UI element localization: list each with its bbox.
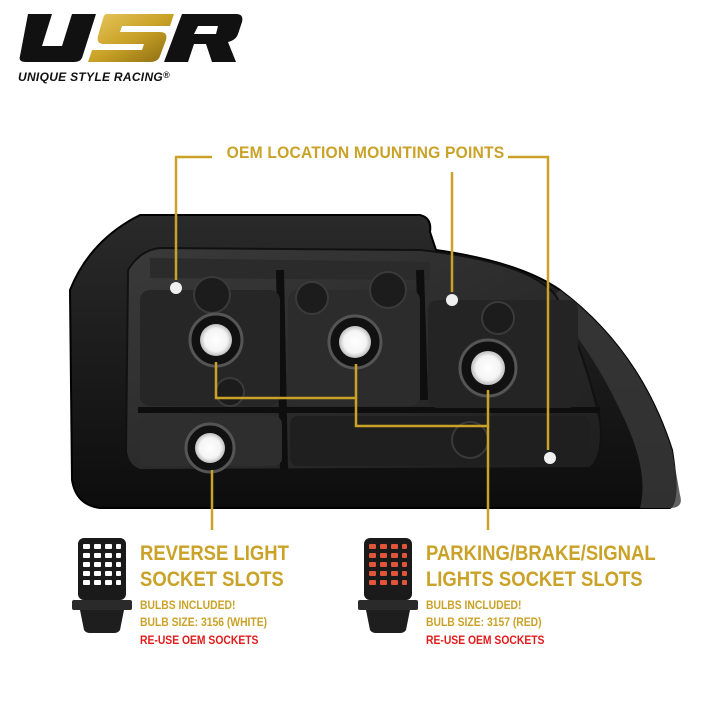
parking-title-line2: LIGHTS SOCKET SLOTS [426, 568, 643, 591]
socket-slot-center [327, 314, 383, 370]
brand-name: UNIQUE STYLE RACING® [18, 70, 170, 84]
lamp-boss [193, 276, 231, 314]
lamp-boss [215, 377, 245, 407]
lamp-divider-vertical-1 [276, 269, 288, 471]
mounting-point-center [446, 294, 458, 306]
lamp-lens-edge [548, 290, 681, 508]
callout-lines-sockets [210, 362, 490, 530]
lamp-top-ridge [150, 258, 430, 280]
callout-lines-mounting [174, 155, 550, 450]
reverse-note: RE-USE OEM SOCKETS [140, 635, 259, 647]
socket-slot-bottom [184, 422, 236, 474]
parking-bulb-image [358, 538, 418, 633]
lamp-divider-vertical-2 [416, 269, 428, 401]
socket-slot-reverse [188, 312, 244, 368]
parking-note: RE-USE OEM SOCKETS [426, 635, 545, 647]
reverse-title-line1: REVERSE LIGHT [140, 542, 289, 565]
mounting-points-label: OEM LOCATION MOUNTING POINTS [226, 143, 505, 162]
mounting-point-left [170, 282, 182, 294]
lamp-boss [369, 271, 407, 309]
reverse-bulb-image [72, 538, 132, 633]
reverse-title-line2: SOCKET SLOTS [140, 568, 284, 591]
parking-sub-line2: BULB SIZE: 3157 (RED) [426, 617, 542, 629]
mounting-point-right [544, 452, 556, 464]
parking-sub-line1: BULBS INCLUDED! [426, 600, 522, 612]
brand-logo-mark [19, 14, 243, 62]
lamp-chamber-5 [290, 416, 590, 466]
reverse-sub-line1: BULBS INCLUDED! [140, 600, 236, 612]
brand-logo: UNIQUE STYLE RACING® [14, 12, 264, 84]
socket-slot-right [458, 338, 518, 398]
reverse-sub-line2: BULB SIZE: 3156 (WHITE) [140, 617, 268, 629]
lamp-boss [481, 301, 515, 335]
parking-title-line1: PARKING/BRAKE/SIGNAL [426, 542, 656, 565]
lamp-boss [451, 421, 489, 459]
lamp-boss [295, 281, 329, 315]
